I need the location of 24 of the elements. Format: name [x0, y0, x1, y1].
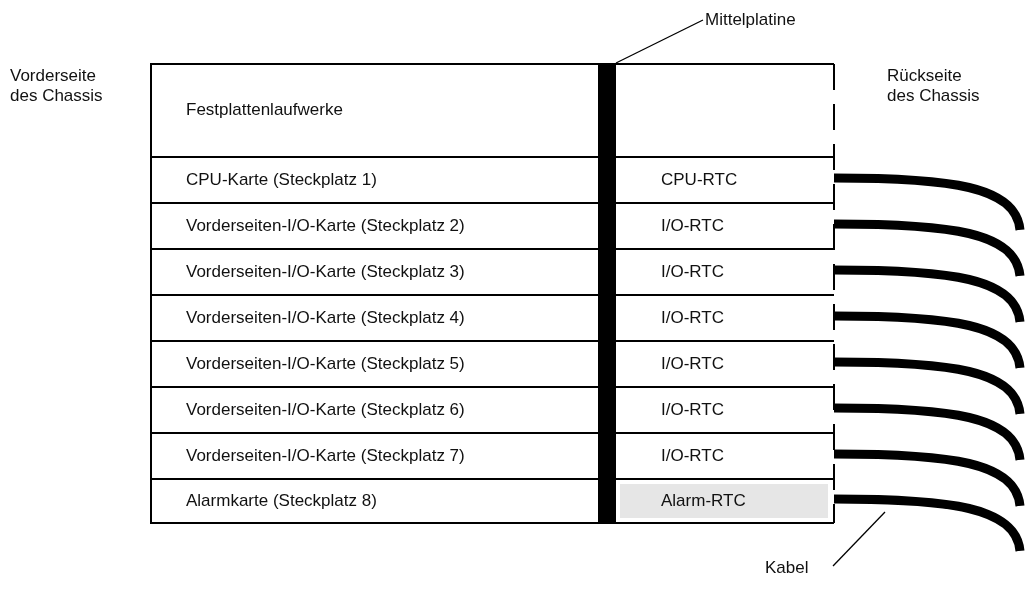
rear-transition-card-row: CPU-RTC: [616, 156, 834, 204]
rear-transition-card-row: I/O-RTC: [616, 432, 834, 480]
cable: [833, 403, 1025, 461]
cable: [833, 265, 1025, 323]
shaded-card-label: Alarm-RTC: [620, 484, 828, 518]
cable: [833, 357, 1025, 415]
cable: [833, 494, 1025, 552]
side-label: Rückseite des Chassis: [887, 66, 981, 106]
callout-text: Mittelplatine: [705, 8, 825, 32]
side-label: Vorderseite des Chassis: [10, 66, 104, 106]
leader-line: [832, 511, 886, 567]
cable: [833, 173, 1025, 231]
leader-line: [615, 19, 704, 64]
rear-transition-card-row: I/O-RTC: [616, 248, 834, 296]
rear-transition-card-row: I/O-RTC: [616, 294, 834, 342]
cable: [833, 449, 1025, 507]
cable: [833, 219, 1025, 277]
midplane-bar: [598, 63, 616, 524]
rear-transition-card-row: I/O-RTC: [616, 340, 834, 388]
card-slot-row: Alarmkarte (Steckplatz 8): [150, 478, 600, 524]
cable: [833, 311, 1025, 369]
callout-text: Kabel: [765, 556, 825, 580]
rear-transition-card-row: I/O-RTC: [616, 202, 834, 250]
rear-transition-card-row: I/O-RTC: [616, 386, 834, 434]
